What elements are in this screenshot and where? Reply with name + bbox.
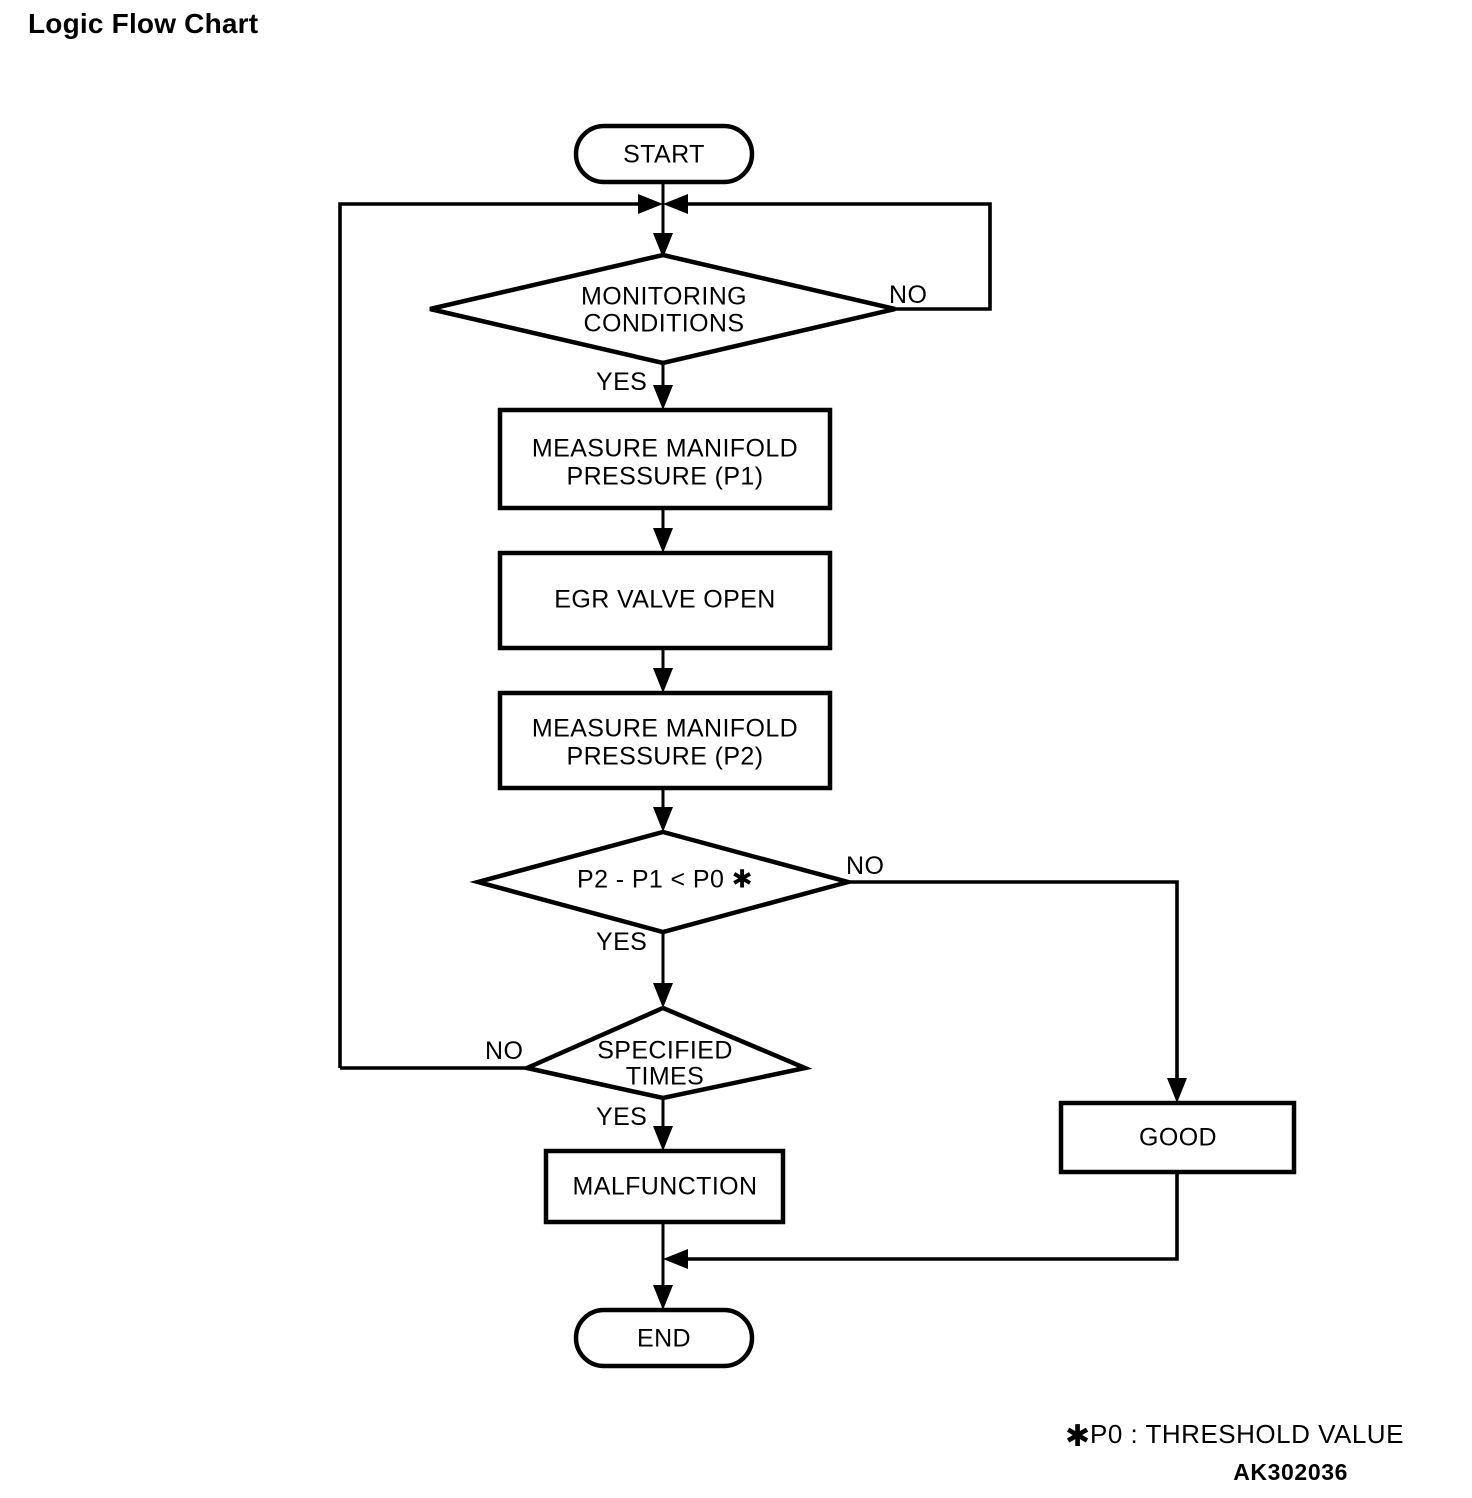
- arrowhead-good-merge: [663, 1249, 688, 1269]
- node-monitoring-label-line2: CONDITIONS: [584, 310, 745, 338]
- edge-monitoring-no-loopback: [671, 202, 992, 311]
- node-measure-p2-label-line2: PRESSURE (P2): [567, 743, 764, 771]
- node-specified-times-label-line2: TIMES: [626, 1063, 704, 1091]
- node-measure-manifold-pressure-p1[interactable]: [497, 407, 833, 511]
- branch-label-compare-yes: YES: [596, 928, 647, 956]
- footnote-text: P0 : THRESHOLD VALUE: [1090, 1419, 1404, 1449]
- arrowhead-into-compare: [653, 807, 673, 832]
- arrowhead-into-measure-p1: [653, 385, 673, 410]
- node-start-label: START: [623, 141, 705, 169]
- arrowhead-into-good: [1167, 1078, 1187, 1103]
- branch-label-monitoring-no: NO: [889, 281, 927, 309]
- node-egr-valve-open[interactable]: [497, 550, 833, 651]
- edge-good-to-end: [671, 1172, 1179, 1261]
- node-measure-p1-label-line1: MEASURE MANIFOLD: [532, 435, 798, 463]
- arrowhead-into-monitoring: [653, 233, 673, 258]
- arrowhead-into-specified-times: [653, 983, 673, 1008]
- arrowhead-into-end: [653, 1285, 673, 1310]
- node-egr-valve-label: EGR VALVE OPEN: [554, 586, 775, 614]
- page-title: Logic Flow Chart: [28, 8, 259, 39]
- node-end-label: END: [637, 1325, 691, 1353]
- node-monitoring-conditions[interactable]: [429, 252, 896, 366]
- node-specified-times[interactable]: [519, 1005, 813, 1101]
- branch-label-compare-no: NO: [846, 852, 884, 880]
- node-monitoring-label-line1: MONITORING: [581, 283, 747, 311]
- node-measure-p1-label-line2: PRESSURE (P1): [567, 463, 764, 491]
- node-start[interactable]: [573, 123, 755, 185]
- diagram-code: AK302036: [1233, 1459, 1348, 1485]
- arrowhead-loopback-left: [638, 194, 663, 214]
- branch-label-monitoring-yes: YES: [596, 368, 647, 396]
- node-measure-manifold-pressure-p2[interactable]: [497, 690, 833, 791]
- node-compare-p2-p1-p0[interactable]: [469, 829, 857, 935]
- edge-specified-no-loopback: [338, 202, 655, 1068]
- arrowhead-into-egr: [653, 528, 673, 553]
- branch-label-specified-no: NO: [485, 1037, 523, 1065]
- edge-compare-no-to-good: [848, 880, 1179, 1095]
- arrowhead-into-malfunction: [653, 1126, 673, 1151]
- node-end[interactable]: [573, 1307, 755, 1369]
- branch-label-specified-yes: YES: [596, 1103, 647, 1131]
- arrowhead-into-measure-p2: [653, 668, 673, 693]
- node-specified-times-label-line1: SPECIFIED: [597, 1037, 733, 1065]
- footnote-asterisk-icon: ✱: [1065, 1420, 1091, 1453]
- node-malfunction-label: MALFUNCTION: [573, 1173, 758, 1201]
- node-malfunction[interactable]: [543, 1148, 786, 1225]
- arrowhead-loopback-right: [663, 194, 688, 214]
- node-good-label: GOOD: [1139, 1124, 1217, 1152]
- node-good[interactable]: [1058, 1100, 1297, 1175]
- node-compare-label: P2 - P1 < P0 ✱: [577, 866, 753, 894]
- node-measure-p2-label-line1: MEASURE MANIFOLD: [532, 715, 798, 743]
